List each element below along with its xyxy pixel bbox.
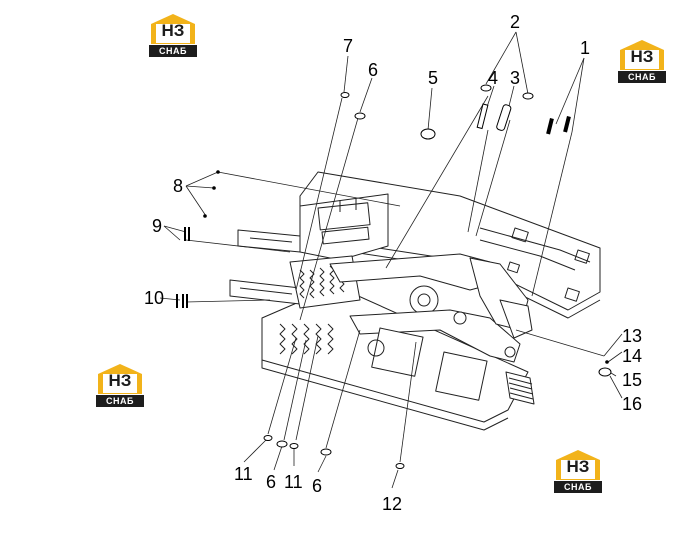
cam-disc: [409, 285, 439, 315]
brand-logo-top-right: НЗ СНАБ: [617, 38, 667, 84]
logo-house-icon: [620, 40, 664, 70]
callout-15: 15: [622, 370, 642, 390]
callout-8: 8: [173, 176, 183, 196]
fasteners: [176, 84, 612, 469]
logo-mark: НЗ: [566, 457, 590, 476]
logo-house-icon: [98, 364, 142, 394]
callout-11-left: 11: [234, 464, 253, 484]
callout-13: 13: [622, 326, 642, 346]
callout-6-upper: 6: [368, 60, 378, 80]
leader-lines: [159, 31, 623, 489]
logo-band: СНАБ: [618, 71, 666, 83]
callout-16: 16: [622, 394, 642, 414]
brand-logo-bottom-left: НЗ СНАБ: [95, 362, 145, 408]
lower-spring-bank: [279, 323, 334, 355]
brand-logo-top-left: НЗ СНАБ: [148, 12, 198, 58]
logo-mark: НЗ: [161, 21, 185, 40]
callout-4: 4: [488, 68, 498, 88]
logo-band: СНАБ: [554, 481, 602, 493]
left-rail-upper: [237, 229, 301, 253]
callout-7: 7: [343, 36, 353, 56]
callout-11-bottom: 11: [284, 472, 303, 492]
callout-12: 12: [382, 494, 402, 514]
callout-labels: 1 2 3 4 5 6 7 8 9 10 11 6 11 6 12 13 14 …: [144, 12, 642, 514]
logo-band: СНАБ: [149, 45, 197, 57]
callout-6-bottom: 6: [312, 476, 322, 496]
logo-band: СНАБ: [96, 395, 144, 407]
logo-mark: НЗ: [108, 371, 132, 390]
brand-logo-bottom-right: НЗ СНАБ: [553, 448, 603, 494]
vent-grille: [505, 371, 535, 405]
callout-9: 9: [152, 216, 162, 236]
logo-house-icon: [151, 14, 195, 44]
callout-3: 3: [510, 68, 520, 88]
callout-2: 2: [510, 12, 520, 32]
callout-6-bottom-left: 6: [266, 472, 276, 492]
callout-1: 1: [580, 38, 590, 58]
callout-10: 10: [144, 288, 164, 308]
callout-5: 5: [428, 68, 438, 88]
logo-house-icon: [556, 450, 600, 480]
callout-14: 14: [622, 346, 642, 366]
logo-mark: НЗ: [630, 47, 654, 66]
